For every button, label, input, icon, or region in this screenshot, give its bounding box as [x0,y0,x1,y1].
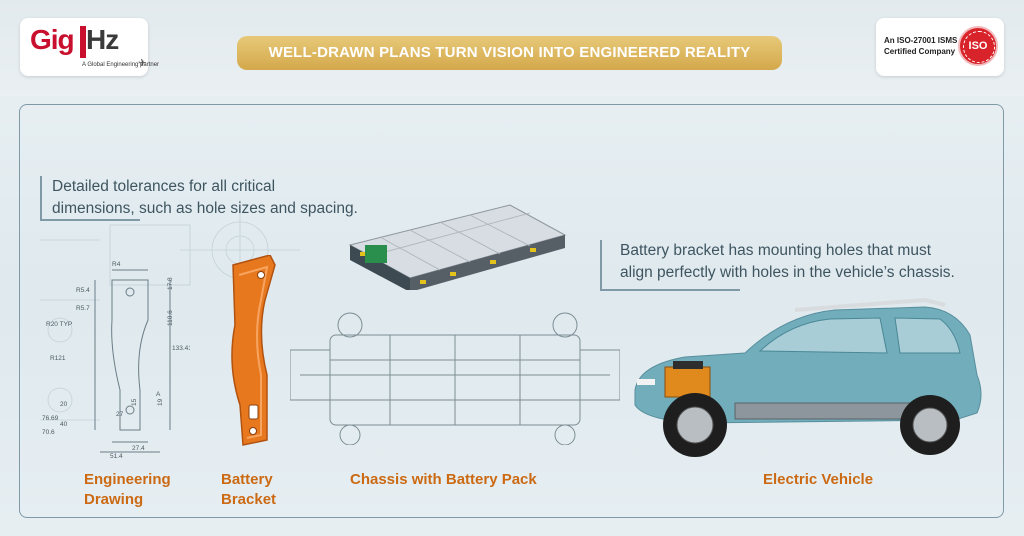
dimension-label: 19 [157,398,164,406]
right-callout: Battery bracket has mounting holes that … [620,240,955,284]
drawing-hole-1 [125,287,135,297]
bracket-hole-top [257,271,265,279]
gighz-logo: Gig Hz A Global Engineering partner ✈ [20,18,159,76]
logo-bar [80,26,86,58]
logo-gig-text: Gig [30,24,75,55]
right-callout-line [600,240,602,290]
car-window-rear [894,317,961,354]
logo-hz-text: Hz [86,24,119,55]
dimension-label: 17.8 [167,277,174,290]
car-battery [734,402,916,420]
dimension-label: R5.4 [76,287,90,294]
drawing-hole-2 [125,405,135,415]
dimension-label: 70.6 [42,429,55,436]
bracket-slot [248,404,259,420]
front-wheel [663,393,727,457]
car-headlight [637,379,655,385]
rear-wheel [900,395,960,455]
dimension-label: 40 [60,421,68,428]
dimension-label: 27 [116,411,124,418]
label-chassis: Chassis with Battery Pack [350,471,537,488]
iso-text: An ISO-27001 ISMS Certified Company [884,35,958,57]
right-callout-line1: Battery bracket has mounting holes that … [620,242,932,259]
label-bracket-line2: Bracket [221,491,277,508]
iso-badge: An ISO-27001 ISMS Certified Company ISO [876,18,1004,76]
electric-vehicle-image [634,297,982,457]
iso-text-line1: An ISO-27001 ISMS [884,36,958,45]
plane-icon: ✈ [138,58,147,69]
dimension-label: 133.41 [172,345,190,352]
logo-tagline: A Global Engineering partner [82,62,160,68]
dimension-label: R20 TYP [46,321,72,328]
left-callout: Detailed tolerances for all critical dim… [52,176,358,220]
battery-pack-image [348,204,567,290]
dimension-label: 20 [60,401,68,408]
label-bracket-line1: Battery [221,471,273,488]
left-callout-line [40,176,42,220]
chassis-blueprint [290,312,620,445]
label-electric-vehicle: Electric Vehicle [763,471,874,488]
left-callout-underline [40,219,140,221]
left-callout-line2: dimensions, such as hole sizes and spaci… [52,200,358,217]
right-callout-line2: align perfectly with holes in the vehicl… [620,264,955,281]
car-motor [664,366,711,398]
bracket-hole-bottom [249,427,257,435]
bracket-body [231,255,276,446]
page-title: WELL-DRAWN PLANS TURN VISION INTO ENGINE… [237,36,782,70]
dimension-label: 15 [131,398,138,406]
label-battery-bracket: Battery Bracket [221,470,276,510]
iso-seal-icon: ISO [958,26,998,66]
label-engineering-drawing: Engineering Drawing [84,470,171,510]
right-callout-underline [600,289,740,291]
dimension-label: 76.69 [42,415,59,422]
iso-text-line2: Certified Company [884,47,956,56]
dimension-label: R5.7 [76,305,90,312]
left-callout-line1: Detailed tolerances for all critical [52,178,276,195]
battery-bracket-image [231,255,276,446]
drawing-outline [111,279,149,431]
bracket-highlight [238,265,269,439]
dimension-label: 27.4 [132,445,145,452]
dimension-label: 110.6 [167,310,174,326]
pack-connector [365,245,387,263]
car-window [758,317,888,354]
dimension-label: R121 [50,355,66,362]
dimension-label: A [156,391,161,398]
roof-rail [794,297,946,312]
label-engineering-line2: Drawing [84,491,144,508]
dimension-label: R4 [112,261,121,268]
label-engineering-line1: Engineering [84,471,171,488]
pack-side [410,235,565,290]
dimension-label: 51.4 [110,453,123,460]
content-frame [19,104,1004,518]
